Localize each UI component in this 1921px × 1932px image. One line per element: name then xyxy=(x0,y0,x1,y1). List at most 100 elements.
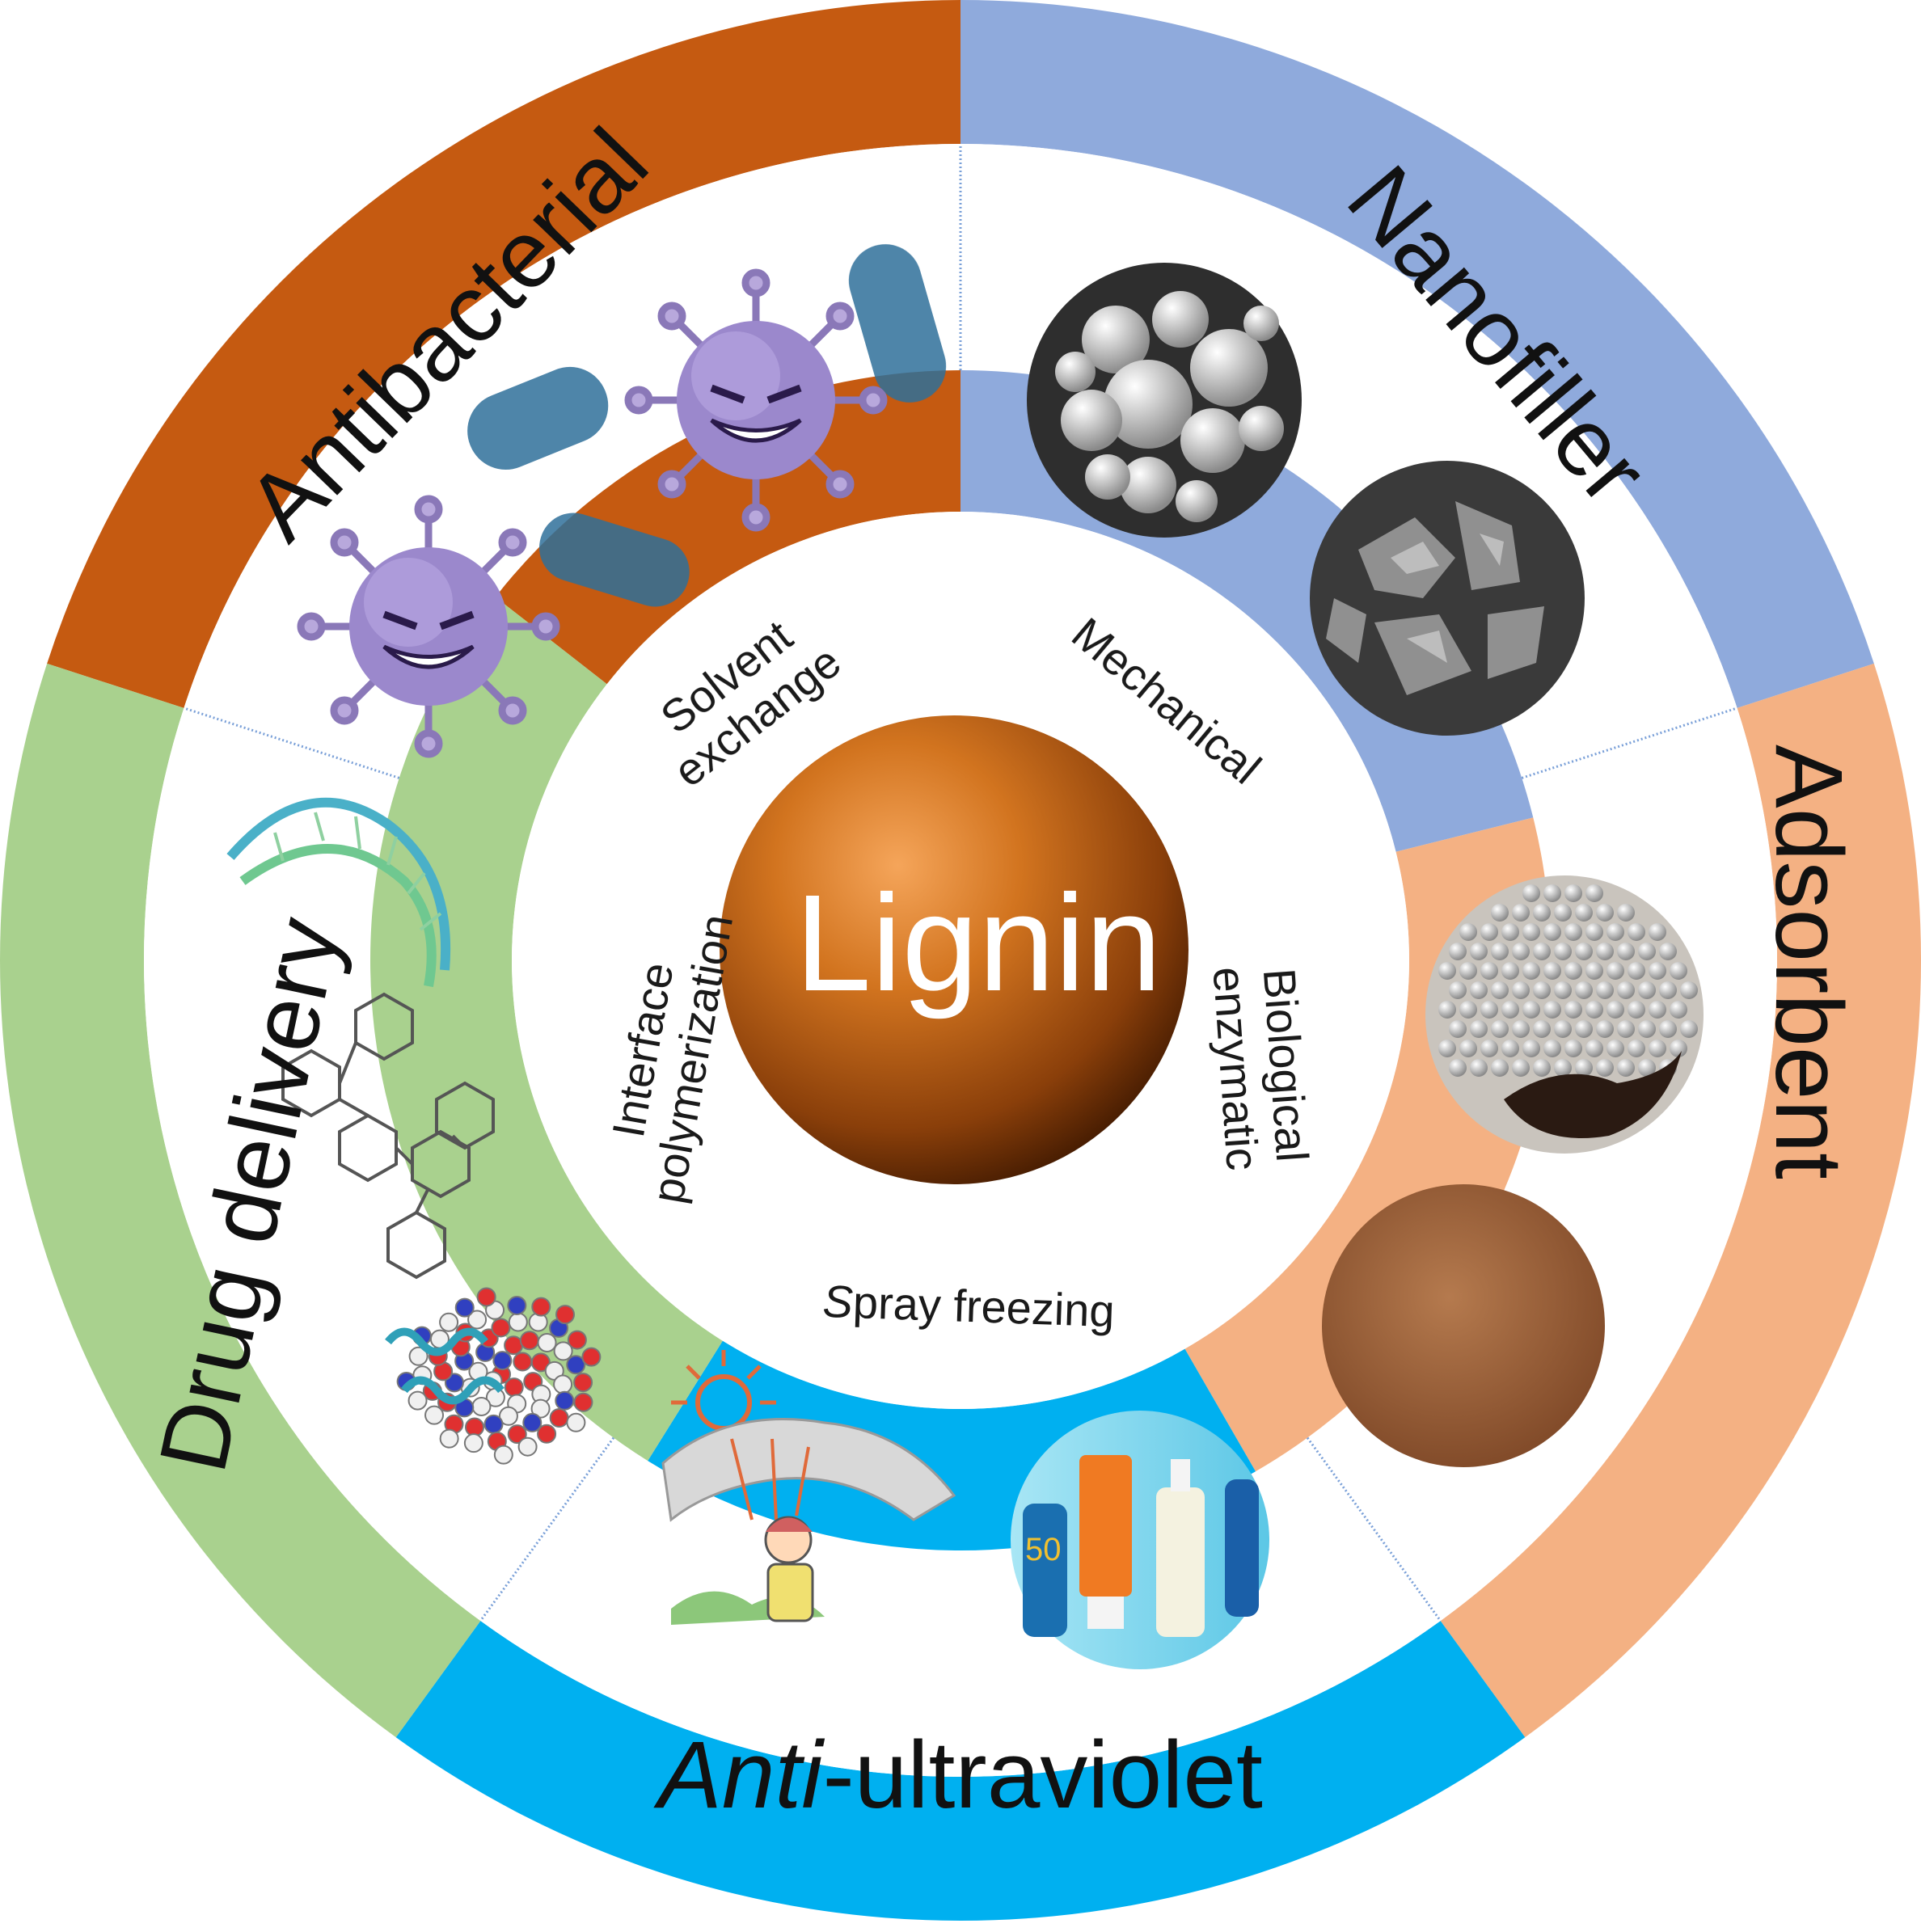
bead xyxy=(1659,1020,1677,1038)
bead xyxy=(1512,1059,1530,1077)
bead xyxy=(1449,981,1467,999)
atom-dot xyxy=(566,1355,586,1375)
bead xyxy=(1575,1059,1593,1077)
bead xyxy=(1585,1001,1603,1019)
bead xyxy=(1617,943,1635,960)
bead xyxy=(1449,1020,1467,1038)
brown-powder-image xyxy=(1322,1184,1605,1467)
atom-dot xyxy=(463,1433,483,1453)
sem-spheres-image xyxy=(1027,263,1302,538)
bead xyxy=(1554,1020,1572,1038)
bead xyxy=(1628,1001,1645,1019)
bead xyxy=(1533,1059,1551,1077)
bead xyxy=(1543,884,1561,902)
bead xyxy=(1680,1020,1698,1038)
bead xyxy=(1564,923,1582,941)
atom-dot xyxy=(553,1341,573,1361)
bead xyxy=(1649,962,1666,980)
bead xyxy=(1585,923,1603,941)
bead xyxy=(1670,1001,1687,1019)
atom-dot xyxy=(553,1374,573,1394)
bead xyxy=(1606,923,1624,941)
bead xyxy=(1617,981,1635,999)
atom-dot xyxy=(531,1297,551,1317)
bead xyxy=(1596,1020,1614,1038)
atom-dot xyxy=(555,1390,575,1411)
atom-dot xyxy=(530,1352,551,1373)
bead xyxy=(1480,1001,1498,1019)
atom-dot xyxy=(439,1312,459,1332)
bead xyxy=(1533,904,1551,922)
atom-dot xyxy=(537,1424,557,1444)
bead xyxy=(1522,962,1540,980)
atom-dot xyxy=(517,1436,538,1457)
bead xyxy=(1512,904,1530,922)
atom-dot xyxy=(504,1377,524,1398)
bead xyxy=(1438,1040,1456,1057)
bead xyxy=(1628,923,1645,941)
bead xyxy=(1470,1020,1488,1038)
bead xyxy=(1480,923,1498,941)
bead xyxy=(1564,884,1582,902)
bead xyxy=(1533,981,1551,999)
atom-dot xyxy=(424,1405,445,1425)
bead xyxy=(1638,1020,1656,1038)
atom-dot xyxy=(519,1331,539,1351)
bead xyxy=(1638,981,1656,999)
bead xyxy=(1449,1059,1467,1077)
bead xyxy=(1501,962,1519,980)
dna-helix-icon xyxy=(226,797,451,988)
atom-dot xyxy=(566,1412,586,1432)
bead xyxy=(1522,1001,1540,1019)
bead xyxy=(1480,962,1498,980)
bead xyxy=(1512,981,1530,999)
bead xyxy=(1554,904,1572,922)
atom-dot xyxy=(454,1297,475,1318)
atom-dot xyxy=(581,1347,602,1367)
bead xyxy=(1470,1059,1488,1077)
atom-dot xyxy=(549,1408,569,1428)
bead xyxy=(1554,1059,1572,1077)
bead xyxy=(1617,1059,1635,1077)
bead xyxy=(1606,1040,1624,1057)
sector-divider xyxy=(479,1436,615,1622)
bead xyxy=(1606,1001,1624,1019)
outer-segment-adsorbent xyxy=(1440,663,1921,1738)
bead xyxy=(1438,962,1456,980)
inner-segment-solvent-exchange xyxy=(495,370,960,685)
atom-dot xyxy=(504,1335,524,1356)
bead xyxy=(1680,981,1698,999)
bead xyxy=(1501,1001,1519,1019)
atom-dot xyxy=(498,1406,518,1426)
atom-dot xyxy=(537,1332,557,1352)
protein-model-icon xyxy=(385,1287,602,1465)
atom-dot xyxy=(491,1318,511,1338)
bead xyxy=(1459,1040,1477,1057)
atom-dot xyxy=(507,1295,527,1315)
bead xyxy=(1564,962,1582,980)
virus-icon xyxy=(297,268,888,758)
bead xyxy=(1628,1040,1645,1057)
atom-dot xyxy=(467,1310,488,1330)
bead xyxy=(1638,943,1656,960)
bead xyxy=(1596,981,1614,999)
bead xyxy=(1638,1059,1656,1077)
lignin-sphere xyxy=(720,715,1188,1184)
bead xyxy=(1617,1020,1635,1038)
bead xyxy=(1670,1040,1687,1057)
bead xyxy=(1543,1001,1561,1019)
sunscreen-bottles-image: 50 xyxy=(1011,1411,1269,1669)
atom-dot xyxy=(530,1398,551,1419)
bead xyxy=(1533,1020,1551,1038)
bead xyxy=(1659,943,1677,960)
atom-dot xyxy=(573,1373,593,1393)
outer-label-anti-ultraviolet: Anti-ultraviolet xyxy=(653,1722,1263,1829)
sector-divider xyxy=(1521,707,1738,779)
atom-dot xyxy=(513,1352,533,1372)
bead xyxy=(1575,943,1593,960)
bead xyxy=(1491,943,1509,960)
bead xyxy=(1491,904,1509,922)
